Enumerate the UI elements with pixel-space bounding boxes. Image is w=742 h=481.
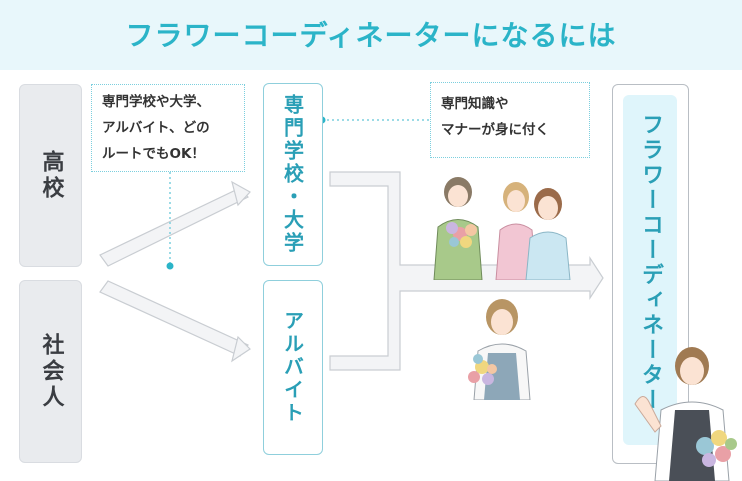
- routes-callout: 専門学校や大学、 アルバイト、どの ルートでもOK！: [91, 84, 245, 172]
- routes-callout-line: アルバイト、どの: [102, 120, 210, 136]
- start-node-label: 高校: [38, 149, 64, 202]
- page-title: フラワーコーディネーターになるには: [125, 19, 617, 52]
- start-node-highschool: 高校: [19, 84, 82, 267]
- start-node-label: 社会人: [38, 332, 64, 411]
- arrow-to-parttime-head: [231, 335, 251, 363]
- arrow-to-school-head: [231, 180, 251, 207]
- coordinator-illustration: [634, 347, 737, 481]
- routes-callout-line: 専門学校や大学、: [102, 94, 210, 110]
- skills-callout-line: 専門知識や: [441, 96, 509, 112]
- goal-node-label: フラワーコーディネーター: [638, 113, 663, 413]
- route-node-school: 専門学校・大学: [263, 83, 323, 266]
- students-illustration: [433, 177, 571, 280]
- skills-callout-line: マナーが身に付く: [441, 122, 549, 138]
- parttime-illustration: [468, 299, 531, 400]
- skills-callout: 専門知識や マナーが身に付く: [430, 82, 590, 158]
- route-node-label: アルバイト: [280, 310, 305, 425]
- routes-note-dot: [166, 262, 174, 270]
- start-node-adult: 社会人: [19, 280, 82, 463]
- goal-node-inner: フラワーコーディネーター: [623, 95, 677, 445]
- route-node-label: 専門学校・大学: [280, 94, 305, 255]
- arrow-to-parttime: [99, 280, 249, 357]
- route-node-parttime: アルバイト: [263, 280, 323, 455]
- routes-callout-line: ルートでもOK！: [102, 146, 205, 162]
- header-banner: フラワーコーディネーターになるには: [0, 0, 742, 70]
- arrow-to-school: [99, 187, 249, 267]
